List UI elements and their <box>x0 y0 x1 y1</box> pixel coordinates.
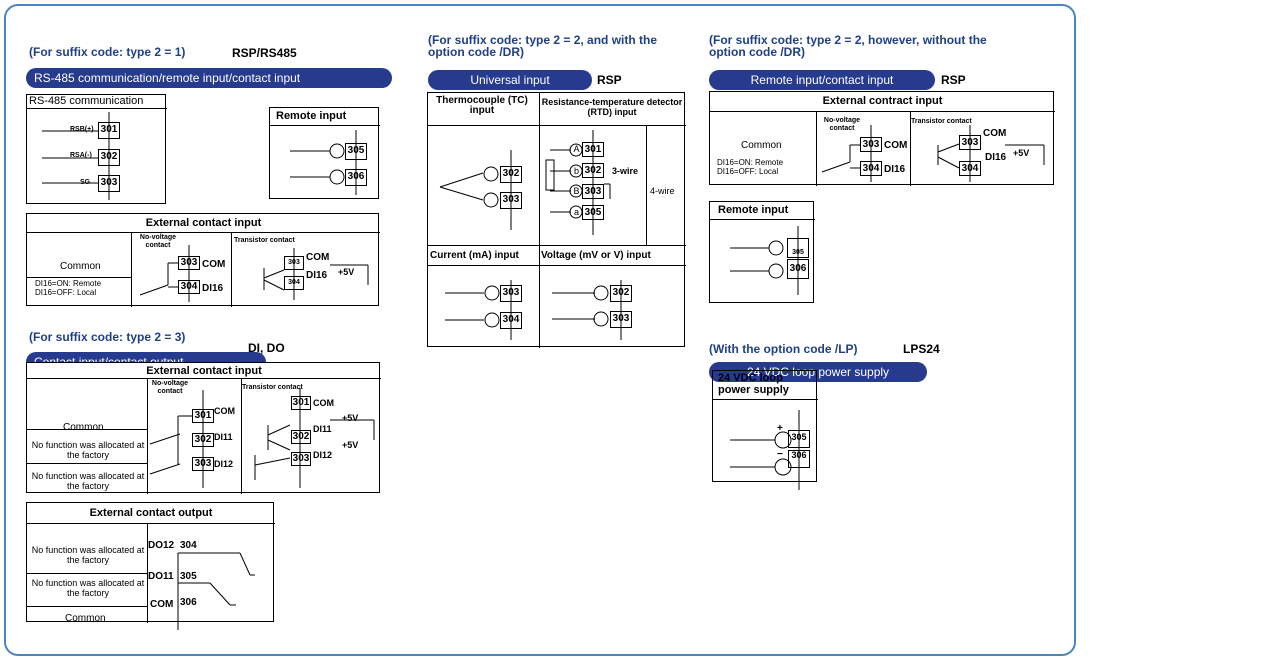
signal-rsa: RSA(-) <box>70 152 92 159</box>
eci2-no-voltage: No-voltage contact <box>151 380 189 395</box>
rtd-letter-b: b <box>573 166 579 176</box>
code-di-do: DI, DO <box>248 341 285 355</box>
terminal-303-tr2: 303 <box>291 452 311 466</box>
eci2-di12: DI12 <box>214 459 234 469</box>
eco-t306: 306 <box>180 597 197 608</box>
terminal-301-tr2: 301 <box>291 396 311 410</box>
code-rsp-right: RSP <box>941 73 966 87</box>
caption-remote: (For suffix code: type 2 = 2, however, w… <box>709 33 987 59</box>
rs485-title: RS-485 communication <box>29 95 144 107</box>
eci-no-voltage: No-voltage contact <box>139 234 177 249</box>
external-contact-output-box: External contact output <box>26 502 275 623</box>
right-remote-title: Remote input <box>718 204 789 216</box>
eci-tr-di16-label: DI16 <box>306 270 328 281</box>
eci-transistor: Transistor contact <box>234 237 295 244</box>
right-5v: +5V <box>1013 148 1030 158</box>
right-di16: DI16 <box>884 164 906 175</box>
right-eci-di16-off: DI16=OFF: Local <box>717 167 779 176</box>
ma-title: Current (mA) input <box>430 250 519 261</box>
rtd-title: Resistance-temperature detector (RTD) in… <box>541 97 683 117</box>
eci-title: External contact input <box>145 217 262 229</box>
eci2-common: Common <box>63 422 104 433</box>
eci2-5v-b: +5V <box>342 440 359 450</box>
rtd-letter-a: a <box>573 207 579 217</box>
eci-di16-off: DI16=OFF: Local <box>35 288 97 297</box>
code-rsp-rs485: RSP/RS485 <box>232 46 297 60</box>
eci2-no-function-2: No function was allocated at the factory <box>31 471 145 491</box>
right-tr-com: COM <box>983 128 1007 139</box>
eco-common: Common <box>65 613 106 624</box>
eci-common: Common <box>60 261 101 272</box>
eco-no-function-2: No function was allocated at the factory <box>31 578 145 598</box>
content-frame <box>4 4 1076 656</box>
pill-remote-contact: Remote input/contact input <box>709 70 935 90</box>
right-tr-di16: DI16 <box>985 152 1007 163</box>
right-eci-title: External contract input <box>822 95 943 107</box>
eci2-tr-di11: DI11 <box>313 424 332 434</box>
right-eci-transistor: Transistor contact <box>911 118 972 125</box>
right-eci-no-voltage: No-voltage contact <box>823 117 861 132</box>
eci2-title: External contact input <box>146 365 262 377</box>
caption-lp: (With the option code /LP) <box>709 342 858 356</box>
right-eci-di16-on: DI16=ON: Remote <box>717 158 784 167</box>
loop-power-box <box>712 370 818 482</box>
caption-type2-3: (For suffix code: type 2 = 3) <box>29 330 186 344</box>
code-rsp-mid: RSP <box>597 73 622 87</box>
right-eci-common: Common <box>741 140 782 151</box>
eco-t305: 305 <box>180 571 197 582</box>
signal-rsb: RSB(+) <box>70 126 94 133</box>
eco-title: External contact output <box>89 507 213 519</box>
eci2-tr-com: COM <box>313 398 334 408</box>
lp-minus: − <box>777 449 783 460</box>
caption-type2-1: (For suffix code: type 2 = 1) <box>29 45 186 59</box>
remote-input-title: Remote input <box>276 110 347 122</box>
right-com: COM <box>884 140 908 151</box>
pill-universal-input: Universal input <box>428 70 592 90</box>
rtd-3wire: 3-wire <box>612 166 639 176</box>
rs485-box: RS-485 communication <box>26 94 167 204</box>
pill-loop-power: 24 VDC loop power supply <box>709 362 927 382</box>
eco-no-function-1: No function was allocated at the factory <box>31 545 145 565</box>
eci2-tr-di12: DI12 <box>313 450 333 460</box>
mv-title: Voltage (mV or V) input <box>541 250 651 261</box>
universal-input-box <box>427 92 686 348</box>
eci-di16-on: DI16=ON: Remote <box>35 279 102 288</box>
caption-universal: (For suffix code: type 2 = 2, and with t… <box>428 33 658 59</box>
eci2-5v-a: +5V <box>342 413 359 423</box>
eco-do12: DO12 <box>148 540 175 551</box>
eco-do11: DO11 <box>148 571 174 582</box>
eci2-com: COM <box>214 406 235 416</box>
eci2-transistor: Transistor contact <box>242 384 303 391</box>
tc-title: Thermocouple (TC) input <box>436 95 528 116</box>
eco-com: COM <box>150 599 174 610</box>
rtd-letter-A: A <box>573 144 580 154</box>
eco-t304: 304 <box>180 540 197 551</box>
external-contact-input-box: External contact input <box>26 213 380 307</box>
pill-rs485: RS-485 communication/remote input/contac… <box>26 68 392 88</box>
eci2-no-function-1: No function was allocated at the factory <box>31 440 145 460</box>
loop-power-title: 24 VDC loop power supply <box>718 372 789 396</box>
eci-com-label: COM <box>202 259 226 270</box>
eci2-di11: DI11 <box>214 432 233 442</box>
eci-di16-label: DI16 <box>202 283 224 294</box>
eci-tr-com-label: COM <box>306 252 330 263</box>
lp-plus: + <box>777 423 783 434</box>
rtd-4wire: 4-wire <box>650 186 675 196</box>
terminal-302-tr2: 302 <box>291 430 311 444</box>
rtd-letter-B: B <box>573 186 580 196</box>
eci-5v: +5V <box>338 267 355 277</box>
code-lps24: LPS24 <box>903 342 940 356</box>
